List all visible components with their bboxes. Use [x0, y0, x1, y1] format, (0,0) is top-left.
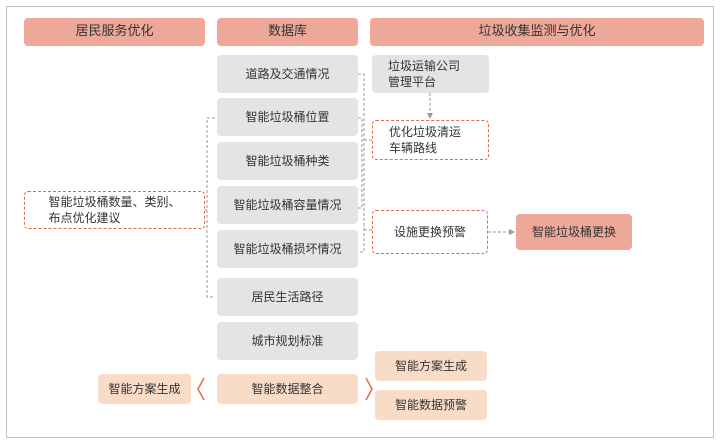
db-item-bin-damage: 智能垃圾桶损坏情况	[217, 230, 358, 268]
bin-layout-suggestion-line1: 智能垃圾桶数量、类别、	[48, 195, 181, 209]
db-item-bin-location: 智能垃圾桶位置	[217, 98, 358, 136]
left-plan-generation: 智能方案生成	[98, 374, 191, 404]
route-optimization: 优化垃圾清运 车辆路线	[372, 120, 489, 160]
route-optimization-text: 优化垃圾清运 车辆路线	[389, 124, 461, 156]
db-item-bin-capacity: 智能垃圾桶容量情况	[217, 186, 358, 224]
transport-platform: 垃圾运输公司 管理平台	[372, 55, 489, 93]
right-bracket-outer	[358, 73, 365, 253]
facility-warning: 设施更换预警	[372, 210, 488, 254]
db-item-label: 智能垃圾桶容量情况	[233, 198, 342, 212]
chevron-right-icon	[365, 377, 373, 401]
facility-warning-label: 设施更换预警	[393, 225, 466, 239]
db-item-road-traffic: 道路及交通情况	[217, 55, 358, 93]
left-plan-generation-label: 智能方案生成	[108, 382, 181, 396]
transport-platform-line1: 垃圾运输公司	[388, 59, 461, 73]
left-bracket	[206, 117, 215, 298]
db-item-label: 智能数据整合	[251, 382, 324, 396]
bin-layout-suggestion-line2: 布点优化建议	[48, 211, 121, 225]
right-plan-generation: 智能方案生成	[375, 351, 487, 381]
header-resident-service: 居民服务优化	[24, 18, 205, 46]
db-item-resident-path: 居民生活路径	[217, 278, 358, 316]
db-item-urban-planning: 城市规划标准	[217, 322, 358, 360]
header-garbage-monitoring-label: 垃圾收集监测与优化	[478, 24, 596, 39]
diagram-frame	[6, 6, 714, 438]
header-resident-service-label: 居民服务优化	[75, 24, 154, 39]
transport-platform-text: 垃圾运输公司 管理平台	[388, 58, 460, 90]
bin-layout-suggestion-text: 智能垃圾桶数量、类别、 布点优化建议	[48, 194, 180, 226]
db-item-label: 居民生活路径	[251, 290, 324, 304]
bin-replacement: 智能垃圾桶更换	[516, 214, 632, 250]
db-item-label: 智能垃圾桶损坏情况	[233, 242, 342, 256]
db-item-label: 道路及交通情况	[245, 67, 330, 81]
db-item-label: 智能垃圾桶种类	[245, 154, 330, 168]
header-garbage-monitoring: 垃圾收集监测与优化	[370, 18, 704, 46]
chevron-left-icon	[197, 377, 205, 401]
data-alert-label: 智能数据预警	[394, 398, 467, 412]
data-alert: 智能数据预警	[375, 390, 487, 420]
db-item-label: 城市规划标准	[251, 334, 324, 348]
db-item-label: 智能垃圾桶位置	[245, 110, 330, 124]
db-item-bin-type: 智能垃圾桶种类	[217, 142, 358, 180]
db-item-data-integration: 智能数据整合	[217, 374, 358, 404]
right-plan-generation-label: 智能方案生成	[394, 359, 467, 373]
right-bracket-inner	[358, 117, 363, 209]
header-database-label: 数据库	[267, 24, 307, 39]
route-optimization-line1: 优化垃圾清运	[389, 125, 462, 139]
transport-platform-line2: 管理平台	[388, 75, 437, 89]
route-optimization-line2: 车辆路线	[389, 141, 438, 155]
bin-replacement-label: 智能垃圾桶更换	[531, 225, 616, 239]
bin-layout-suggestion: 智能垃圾桶数量、类别、 布点优化建议	[24, 191, 205, 229]
header-database: 数据库	[217, 18, 358, 46]
